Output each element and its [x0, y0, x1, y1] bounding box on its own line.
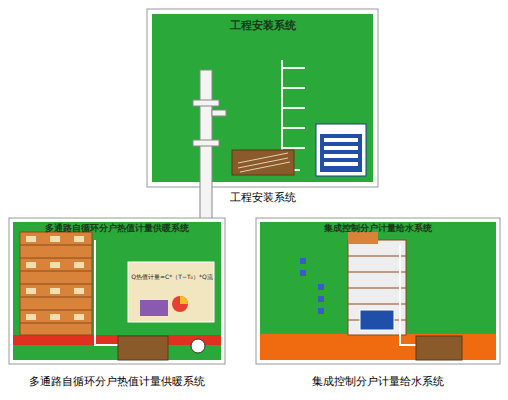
supply-pipe: [95, 240, 120, 345]
meter-array: [320, 134, 362, 172]
meter-cabinet: [360, 310, 394, 330]
manifold-pit: [232, 150, 294, 175]
supply-pipe: [400, 245, 420, 345]
panel-background: [13, 222, 221, 360]
formula-box: [128, 262, 214, 322]
manifold-pit: [118, 336, 168, 360]
panel-background: [152, 14, 373, 182]
meter-rows: [324, 138, 358, 166]
ground-band: [13, 335, 221, 345]
panel-frame: [256, 218, 500, 364]
panel-frame: [9, 218, 225, 364]
panel-title: 工程安装系统: [152, 20, 373, 32]
manifold-pipes: [238, 153, 290, 172]
panel-title: 集成控制分户计量给水系统: [260, 224, 496, 234]
meter-symbol: [140, 300, 168, 316]
building: [20, 232, 92, 335]
panel: 集成控制分户计量给水系统集成控制分户计量给水系统: [260, 222, 496, 360]
building: [348, 240, 406, 335]
panel-caption: 集成控制分户计量给水系统: [260, 376, 496, 388]
panel: 多通路自循环分户热值计量供暖系统多通路自循环分户热值计量供暖系统: [13, 222, 221, 360]
valve-icons: [300, 258, 324, 314]
meter-dial: [172, 296, 188, 312]
panel-caption: 多通路自循环分户热值计量供暖系统: [13, 376, 221, 388]
manifold-pit: [416, 336, 462, 360]
building-windows: [26, 236, 84, 320]
building-floors: [20, 245, 92, 323]
building-roof: [348, 232, 378, 244]
panel-background: [260, 222, 496, 360]
panel-title: 多通路自循环分户热值计量供暖系统: [13, 224, 221, 234]
gauge-symbol: [191, 339, 205, 353]
meter-cabinet: [316, 124, 366, 176]
formula-label: Q热值计量=C*（T−T₀）*Q流: [130, 274, 214, 281]
panel-caption: 工程安装系统: [152, 192, 373, 204]
panel: 工程安装系统工程安装系统: [152, 14, 373, 182]
ground-band: [260, 334, 496, 360]
pipe-assembly: [176, 70, 226, 242]
meter-dial: [180, 296, 188, 304]
panel-frame: [147, 9, 378, 187]
